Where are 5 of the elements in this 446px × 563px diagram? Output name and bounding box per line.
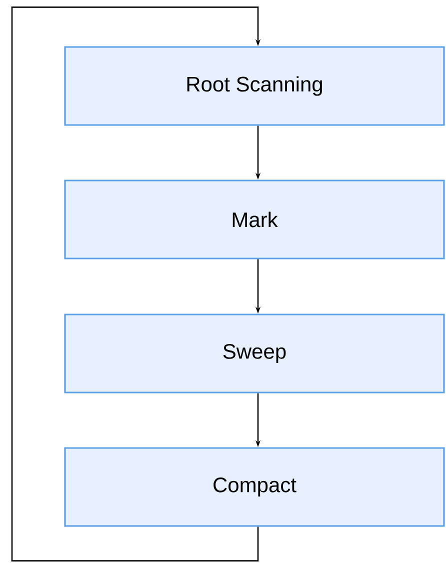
process-box: Mark	[64, 180, 445, 260]
process-box: Root Scanning	[64, 46, 445, 126]
process-box: Compact	[64, 447, 445, 527]
arrow	[11, 6, 261, 562]
process-box: Sweep	[64, 314, 445, 394]
